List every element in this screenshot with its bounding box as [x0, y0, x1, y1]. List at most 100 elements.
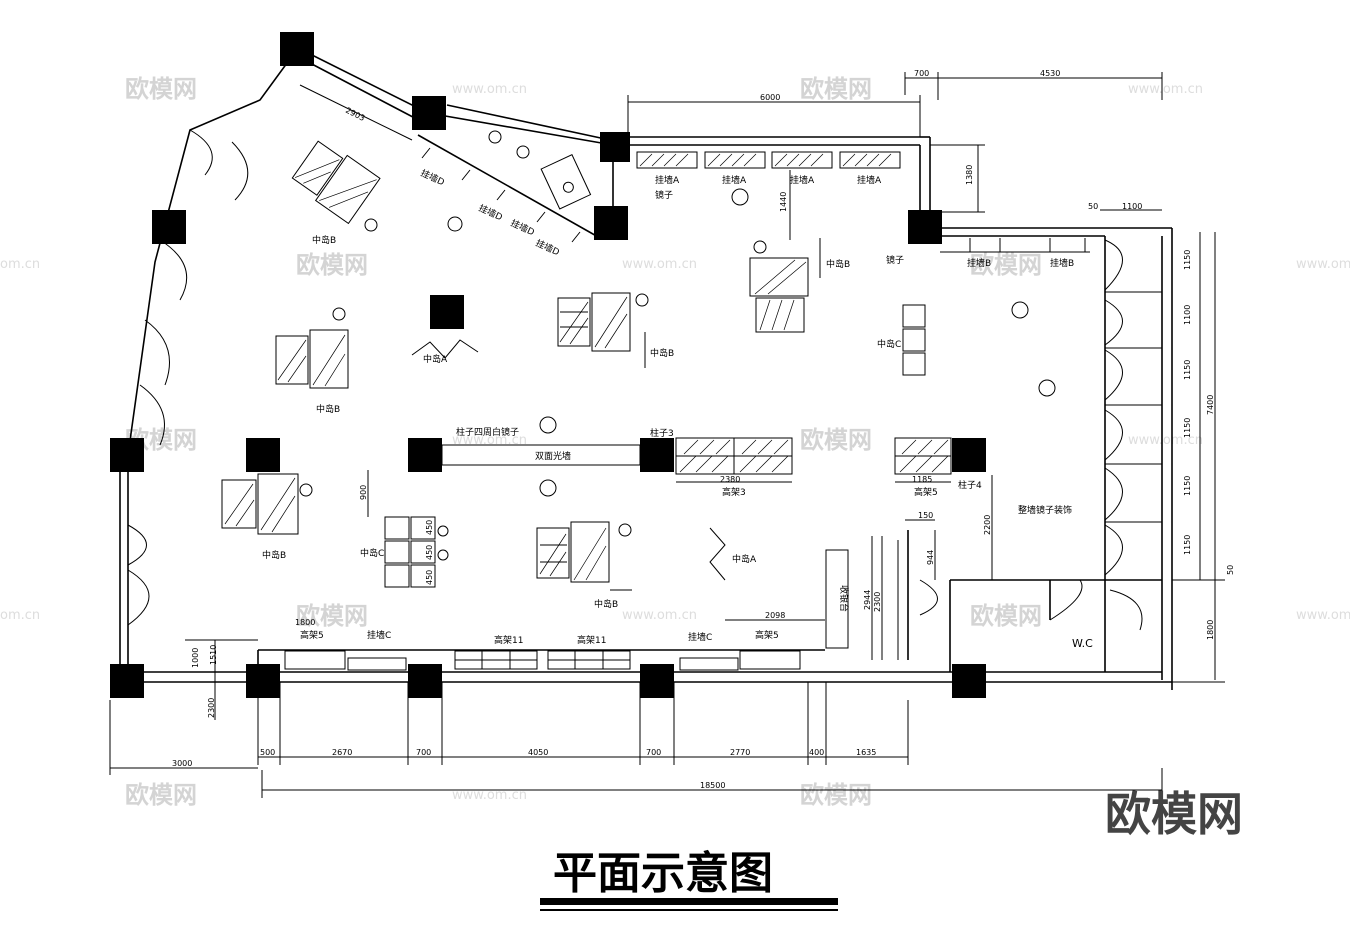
dim-label: 450 [425, 545, 434, 560]
label-pillar-mirror: 柱子四周白镜子 [456, 426, 519, 438]
label-guaqiang-c: 挂墙C [367, 629, 391, 641]
pillar [110, 664, 144, 698]
door-arc [159, 239, 188, 301]
pillar [246, 664, 280, 698]
dim-label: 7400 [1206, 395, 1215, 415]
dim-label: 50 [1226, 565, 1235, 575]
door-fitting-room [1104, 349, 1123, 401]
display-islands [221, 130, 1056, 671]
island-a-zigzag [411, 339, 479, 359]
mannequin-marker [364, 218, 378, 232]
watermark-text: 欧模网 [970, 602, 1042, 630]
dim-label: 1800 [1206, 620, 1215, 640]
shelf-unit [704, 151, 766, 169]
dim-label: 6000 [760, 93, 780, 102]
dim-label: 944 [926, 550, 935, 565]
pillar [430, 295, 464, 329]
dim-label: 1150 [1183, 418, 1192, 438]
door-arc [127, 524, 147, 566]
label-wc: W.C [1072, 637, 1093, 650]
dim-label: 700 [416, 748, 431, 757]
doors [127, 129, 1162, 631]
door-wc [1049, 579, 1083, 621]
title-underline-thin [540, 909, 838, 911]
label-zhongdao-b: 中岛B [316, 403, 340, 415]
label-zhongdao-b: 中岛B [312, 234, 336, 246]
ceiling-light [539, 479, 557, 497]
mannequin-marker [437, 549, 449, 561]
watermark-url: www.om.cn [622, 608, 697, 623]
dim-label: 1800 [295, 618, 315, 627]
label-guaqiang-a: 挂墙A [655, 174, 680, 186]
shelf-bottom [739, 650, 801, 670]
door-arc [189, 129, 213, 176]
ceiling-light [731, 188, 749, 206]
ceiling-light [447, 216, 463, 232]
label-zhongdao-c: 中岛C [877, 338, 901, 350]
door-arc [139, 384, 165, 446]
shelf-hatch [639, 153, 892, 167]
dim-label: 700 [646, 748, 661, 757]
shelf-unit [636, 151, 698, 169]
island-c [410, 564, 436, 588]
label-zhongdao-b: 中岛B [262, 549, 286, 561]
dim-label: 1150 [1183, 360, 1192, 380]
door-fitting-room [1104, 299, 1123, 346]
watermark-text: 欧模网 [800, 426, 872, 454]
door-fitting-room [1104, 409, 1123, 461]
wall-left-facade [127, 47, 299, 456]
door-arc [144, 319, 170, 386]
pillar [408, 664, 442, 698]
title-underline-thick [540, 898, 838, 905]
label-gaojia: 高架5 [300, 629, 324, 641]
label-zhongdao-b: 中岛B [650, 347, 674, 359]
watermark-url: www.om.cn [1296, 257, 1350, 272]
mannequin-marker [516, 145, 530, 159]
island-c [902, 304, 926, 328]
label-gaojia: 高架5 [914, 486, 938, 498]
watermark-url: www.om.cn [1128, 433, 1203, 448]
pillar [412, 96, 446, 130]
dim-label: 500 [260, 748, 275, 757]
door-fitting-room [1104, 467, 1123, 521]
label-gaojia: 高架3 [722, 486, 746, 498]
door-wc [1109, 589, 1143, 631]
wall-diag-shelf [417, 134, 601, 239]
label-zhongdao-b: 中岛B [826, 258, 850, 270]
walls [119, 47, 1173, 690]
label-jingzi: 镜子 [886, 254, 904, 266]
label-zhongdao-a: 中岛A [732, 553, 757, 565]
wall-shelves-top [421, 147, 1090, 253]
pillars [110, 32, 986, 698]
label-gaojia: 高架11 [577, 634, 606, 646]
label-guaqiang-b: 挂墙B [967, 257, 991, 269]
mannequin-marker [299, 483, 313, 497]
wall-diag-upper [446, 104, 611, 141]
label-guaqiang-b: 挂墙B [1050, 257, 1074, 269]
dim-label: 2903 [344, 106, 366, 123]
island-b [749, 257, 809, 297]
label-jingzi: 镜子 [655, 189, 673, 201]
dim-label: 2670 [332, 748, 352, 757]
island-c [410, 540, 436, 564]
label-guaqiang-a: 挂墙A [722, 174, 747, 186]
dim-label: 1000 [191, 648, 200, 668]
island-rotated [291, 140, 381, 225]
mannequin-marker [635, 293, 649, 307]
ceiling-light [539, 416, 557, 434]
label-guaqiang-c: 挂墙C [688, 631, 712, 643]
dim-label: 400 [809, 748, 824, 757]
dim-label: 1380 [965, 165, 974, 185]
mannequin-marker [618, 523, 632, 537]
door-fitting-room [1104, 239, 1123, 291]
dim-label: 3000 [172, 759, 192, 768]
watermark-url: www.om.cn [452, 788, 527, 803]
pillar [640, 664, 674, 698]
pillar [110, 438, 144, 472]
island-c [384, 564, 410, 588]
dim-label: 1150 [1183, 250, 1192, 270]
watermark-text: 欧模网 [800, 75, 872, 103]
dim-label: 2200 [983, 515, 992, 535]
dim-label: 2300 [207, 698, 216, 718]
shelf-bottom [679, 657, 739, 671]
